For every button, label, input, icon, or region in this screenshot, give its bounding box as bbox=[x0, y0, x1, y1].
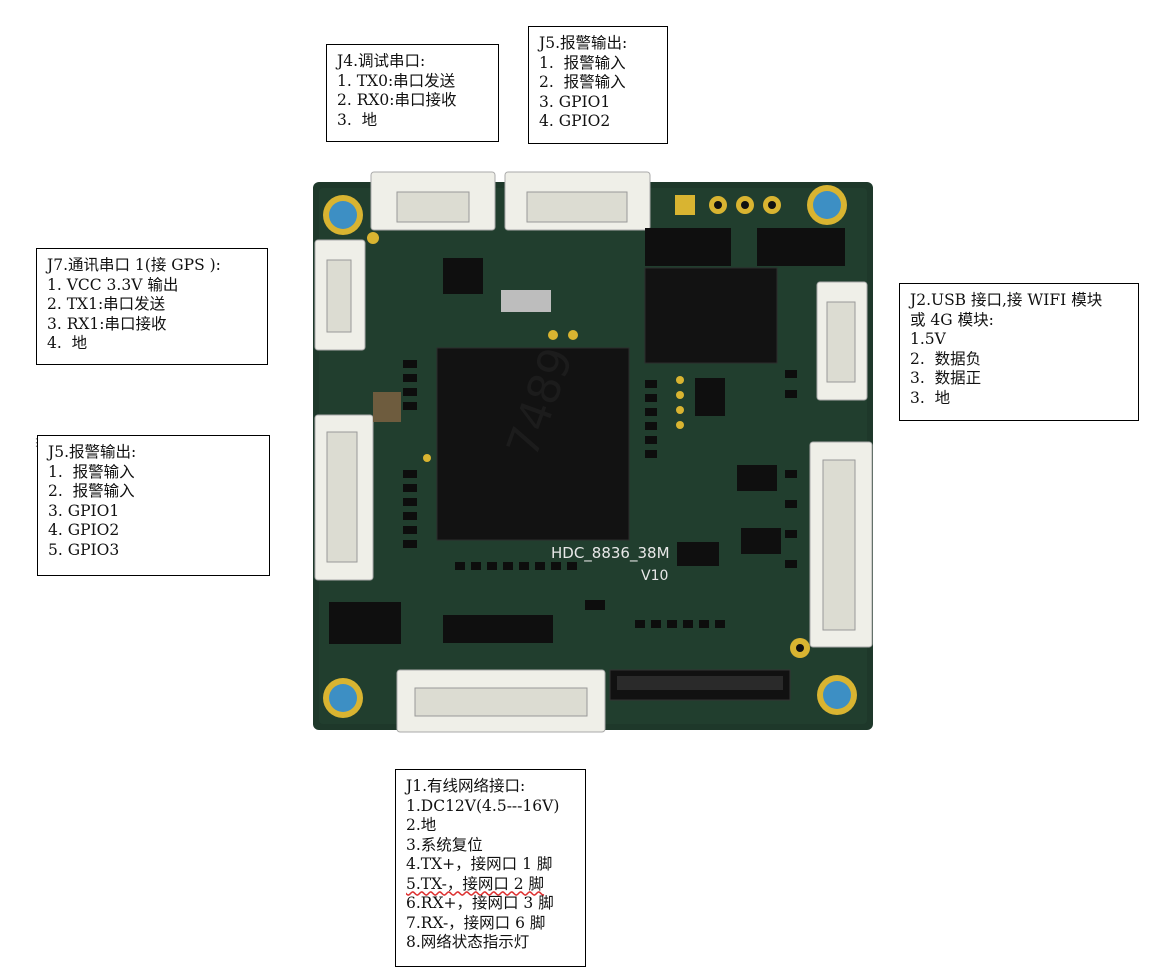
note-line: 8.网络状态指示灯 bbox=[406, 933, 530, 951]
note-line: 1. VCC 3.3V 输出 bbox=[47, 275, 179, 294]
j1-ethernet-note: J1.有线网络接口: 1.DC12V(4.5---16V) 2.地 3.系统复位… bbox=[395, 769, 586, 967]
connector-right-lower bbox=[809, 441, 873, 648]
note-line: 2.地 bbox=[406, 816, 437, 834]
fpc-connector bbox=[609, 669, 791, 701]
silkscreen-label: HDC_8836_38M bbox=[551, 544, 670, 563]
silkscreen-version: V10 bbox=[641, 568, 668, 584]
note-title: J5.报警输出: bbox=[539, 34, 628, 52]
note-line: 3. 地 bbox=[910, 388, 951, 407]
note-line: 2. RX0:串口接收 bbox=[337, 91, 457, 109]
connector-j5-top bbox=[504, 171, 651, 231]
j2-usb-note: J2.USB 接口,接 WIFI 模块 或 4G 模块: 1.5V 2. 数据负… bbox=[899, 283, 1139, 421]
note-line: 4. GPIO2 bbox=[48, 521, 120, 539]
smd-components bbox=[403, 360, 797, 628]
note-title: J1.有线网络接口: bbox=[406, 777, 526, 795]
pcb-board-image: 7489 bbox=[313, 171, 873, 733]
note-line: 2. 报警输入 bbox=[48, 482, 135, 500]
j7-gps-uart-note: J7.通讯串口 1(接 GPS ): 1. VCC 3.3V 输出 2. TX1… bbox=[36, 248, 268, 365]
connector-j2 bbox=[816, 281, 868, 401]
note-line: 或 4G 模块: bbox=[910, 310, 994, 329]
note-line: 3.系统复位 bbox=[406, 835, 483, 854]
note-line: 1.5V bbox=[910, 330, 946, 348]
note-line: 5.TX-，接网口 2 脚 bbox=[406, 874, 545, 893]
main-soc-chip: 7489 bbox=[436, 341, 630, 541]
mount-hole bbox=[817, 675, 857, 715]
note-line: 5. GPIO3 bbox=[48, 540, 120, 559]
note-line: 2. TX1:串口发送 bbox=[47, 295, 166, 313]
note-line: 3. 地 bbox=[337, 110, 378, 129]
note-line: 3. RX1:串口接收 bbox=[47, 314, 167, 333]
note-line: 1. 报警输入 bbox=[48, 462, 135, 481]
mount-hole bbox=[323, 195, 363, 235]
header-pads bbox=[675, 195, 781, 215]
j5-alarm-output-note-top: J5.报警输出: 1. 报警输入 2. 报警输入 3. GPIO1 4. GPI… bbox=[528, 26, 668, 144]
connector-j5-left bbox=[314, 414, 374, 581]
note-line: 4.TX+，接网口 1 脚 bbox=[406, 855, 553, 873]
note-title: J7.通讯串口 1(接 GPS ): bbox=[47, 256, 221, 274]
note-title: J2.USB 接口,接 WIFI 模块 bbox=[910, 291, 1103, 309]
connector-j1 bbox=[396, 669, 606, 733]
note-line: 4. GPIO2 bbox=[539, 112, 611, 130]
note-line: 4. 地 bbox=[47, 334, 88, 352]
note-line: 7.RX-，接网口 6 脚 bbox=[406, 913, 546, 932]
note-line: 1. 报警输入 bbox=[539, 53, 626, 72]
j4-debug-uart-note: J4.调试串口: 1. TX0:串口发送 2. RX0:串口接收 3. 地 bbox=[326, 44, 499, 142]
note-line: 3. 数据正 bbox=[910, 369, 982, 387]
note-line: 3. GPIO1 bbox=[48, 501, 120, 520]
note-line: 1.DC12V(4.5---16V) bbox=[406, 796, 560, 815]
note-line: 2. 数据负 bbox=[910, 349, 982, 368]
j5-alarm-output-note-left: J5.报警输出: 1. 报警输入 2. 报警输入 3. GPIO1 4. GPI… bbox=[37, 435, 270, 576]
note-title: J5.报警输出: bbox=[48, 443, 137, 461]
connector-j7 bbox=[314, 239, 366, 351]
memory-chip bbox=[644, 267, 778, 364]
connector-j4 bbox=[370, 171, 496, 231]
mount-hole bbox=[323, 678, 363, 718]
mount-hole bbox=[807, 185, 847, 225]
note-line: 6.RX+，接网口 3 脚 bbox=[406, 894, 554, 912]
note-line: 1. TX0:串口发送 bbox=[337, 71, 456, 90]
note-line: 2. 报警输入 bbox=[539, 73, 626, 91]
note-line: 3. GPIO1 bbox=[539, 92, 611, 111]
note-title: J4.调试串口: bbox=[337, 52, 426, 70]
